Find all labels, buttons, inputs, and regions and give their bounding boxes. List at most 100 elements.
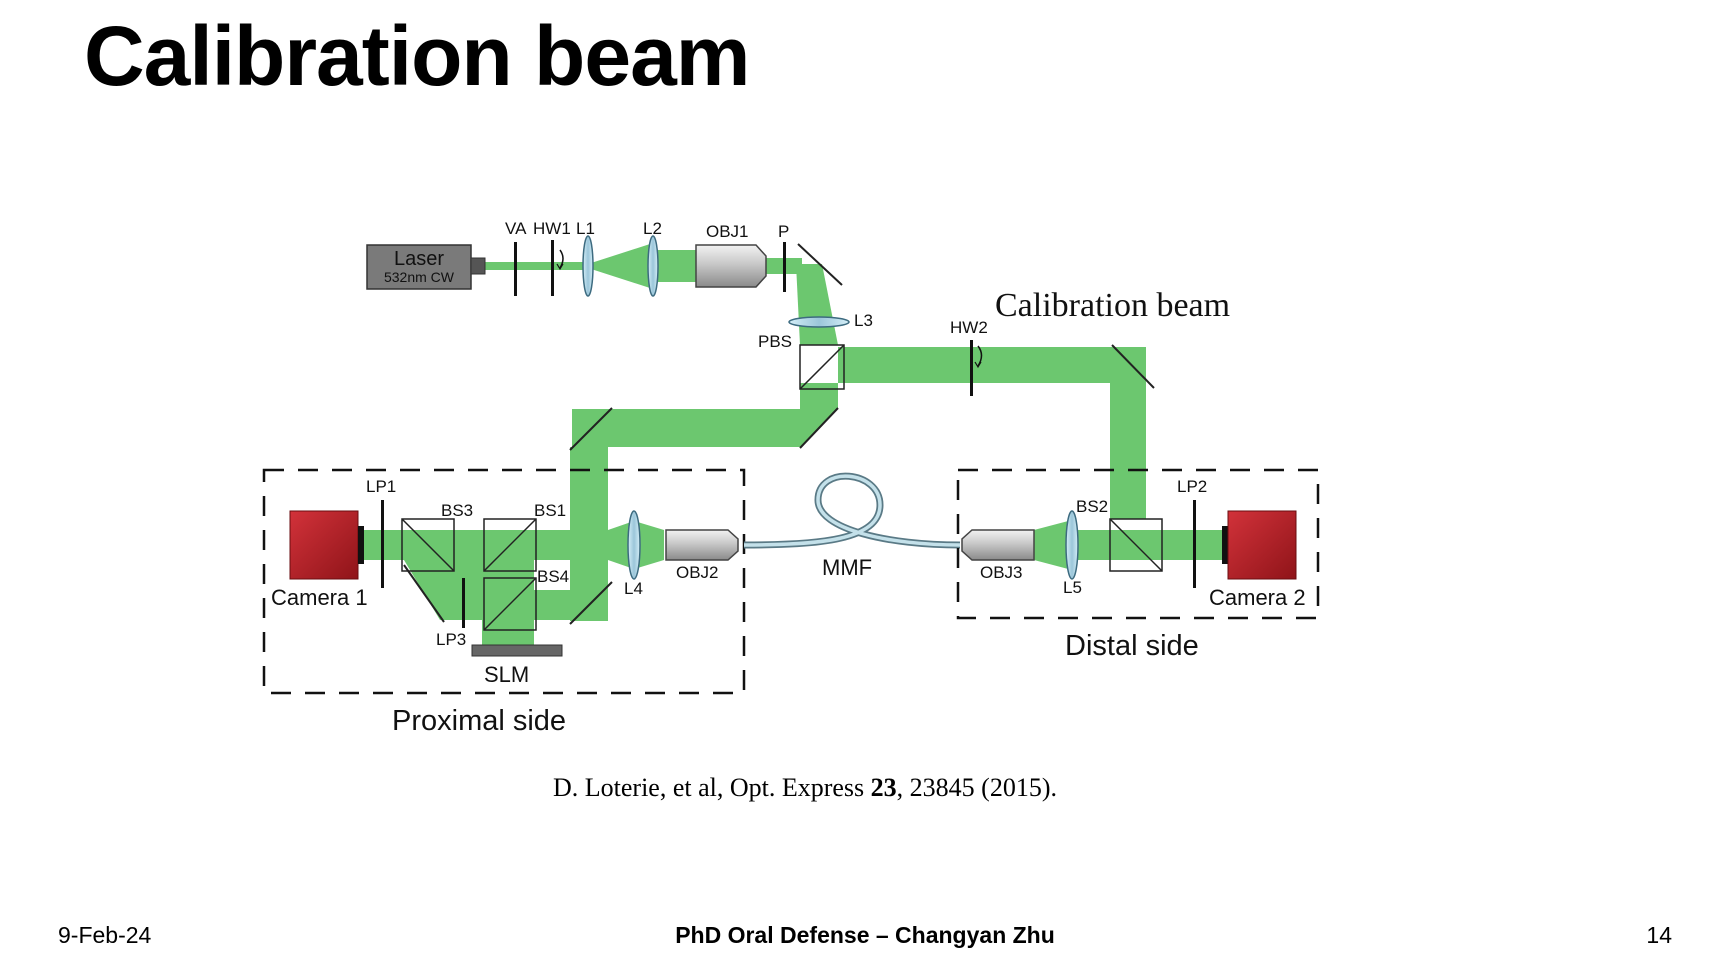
citation-pages-year: , 23845 (2015). <box>896 773 1057 802</box>
label-bs2: BS2 <box>1076 497 1108 516</box>
label-lp1: LP1 <box>366 477 396 496</box>
label-proximal-side: Proximal side <box>392 705 566 737</box>
footer-presentation-title: PhD Oral Defense – Changyan Zhu <box>675 922 1055 948</box>
label-camera-2: Camera 2 <box>1209 585 1306 610</box>
lp1-plate <box>381 500 384 588</box>
bs3-diagonal <box>401 518 455 572</box>
bs2-diagonal <box>1109 518 1163 572</box>
beam-l4-to-obj2 <box>634 521 664 569</box>
beam-pbs-down <box>800 383 838 409</box>
laser-aperture <box>470 257 486 275</box>
label-l1: L1 <box>576 219 595 238</box>
label-lp3: LP3 <box>436 630 466 649</box>
bs1-cube <box>483 518 537 572</box>
va-plate <box>514 242 517 296</box>
lens-l1 <box>582 235 594 297</box>
camera-2 <box>1227 510 1297 580</box>
pbs-diagonal <box>799 344 845 390</box>
distal-side <box>956 468 1320 620</box>
camera-1 <box>289 510 359 580</box>
mirror-lower-right <box>569 581 613 625</box>
bs4-diagonal <box>483 577 537 631</box>
label-lp2: LP2 <box>1177 477 1207 496</box>
hw2-plate <box>970 340 973 396</box>
bs4-cube <box>483 577 537 631</box>
laser-label: Laser <box>394 248 444 270</box>
label-distal-side: Distal side <box>1065 630 1199 662</box>
camera-2-mount <box>1222 526 1228 564</box>
objective-obj3 <box>961 529 1035 561</box>
slide-title: Calibration beam <box>84 9 750 103</box>
label-calibration-beam: Calibration beam <box>995 287 1230 324</box>
diagram-labels: VA HW1 L1 L2 OBJ1 P L3 PBS HW2 Calibrati… <box>271 219 1306 737</box>
distal-side-box <box>956 468 1320 620</box>
footer-date: 9-Feb-24 <box>58 922 152 948</box>
label-l4: L4 <box>624 579 643 598</box>
lens-l2 <box>647 235 659 297</box>
label-mmf: MMF <box>822 555 872 580</box>
citation: D. Loterie, et al, Opt. Express 23, 2384… <box>0 773 1610 803</box>
lens-l5 <box>1065 510 1079 580</box>
mirror-top <box>797 243 843 286</box>
beam-pbs-to-proximal <box>572 409 836 447</box>
beam-pbs-to-hw2-right <box>838 347 1128 383</box>
objective-obj2 <box>665 529 739 561</box>
proximal-side <box>262 468 746 695</box>
beam-bs4-to-slm <box>482 560 534 648</box>
mirror-lower-left <box>403 564 445 623</box>
citation-volume: 23 <box>870 773 897 802</box>
label-camera-1: Camera 1 <box>271 585 368 610</box>
mirror-pbs-lower <box>799 407 839 449</box>
bs2-cube <box>1109 518 1163 572</box>
beam-obj3-to-l5 <box>1034 520 1072 570</box>
polarizer-p <box>783 242 786 292</box>
multimode-fiber <box>743 472 961 549</box>
laser-spec: 532nm CW <box>384 269 455 285</box>
label-slm: SLM <box>484 662 529 687</box>
beam-camera1-path <box>360 530 652 560</box>
lens-l4 <box>627 510 641 580</box>
footer-page-number: 14 <box>1646 922 1672 948</box>
label-pbs: PBS <box>758 332 792 351</box>
mirror-calibration-corner <box>1111 344 1155 389</box>
lens-l3 <box>788 316 850 328</box>
beam-l1-to-l2-expanding <box>588 244 650 288</box>
slm-device <box>471 644 563 657</box>
lp2-plate <box>1193 500 1196 588</box>
label-va: VA <box>505 219 527 238</box>
label-obj3: OBJ3 <box>980 563 1023 582</box>
pbs-cube <box>799 344 845 390</box>
laser-beam-paths <box>360 244 1222 648</box>
hw1-rotation-arrow-icon <box>556 263 564 271</box>
label-l2: L2 <box>643 219 662 238</box>
lp3-plate <box>462 578 465 628</box>
camera-1-mount <box>358 526 364 564</box>
bs3-cube <box>401 518 455 572</box>
mmf-fiber-core <box>743 474 961 547</box>
hw2-rotation-arrow-icon <box>974 361 982 369</box>
label-bs4: BS4 <box>537 567 569 586</box>
label-obj1: OBJ1 <box>706 222 749 241</box>
beam-to-l4 <box>608 521 634 569</box>
label-obj2: OBJ2 <box>676 563 719 582</box>
laser-source: Laser 532nm CW <box>366 244 486 290</box>
objective-obj1 <box>695 244 767 288</box>
label-bs3: BS3 <box>441 501 473 520</box>
label-bs1: BS1 <box>534 501 566 520</box>
hw1-plate <box>551 240 554 296</box>
label-l5: L5 <box>1063 578 1082 597</box>
upper-optics <box>514 235 1155 451</box>
label-l3: L3 <box>854 311 873 330</box>
bs1-diagonal <box>483 518 537 572</box>
proximal-side-box <box>262 468 746 695</box>
hw1-rotation-icon <box>559 249 564 269</box>
mirror-proximal-corner <box>569 407 613 451</box>
label-hw2: HW2 <box>950 318 988 337</box>
citation-authors: D. Loterie, et al, Opt. Express <box>552 773 871 802</box>
label-p: P <box>778 222 789 241</box>
beam-calibration-down <box>1110 347 1146 519</box>
label-hw1: HW1 <box>533 219 571 238</box>
beam-obj1-to-mirror <box>760 258 802 274</box>
beam-laser-to-l1 <box>482 262 588 270</box>
